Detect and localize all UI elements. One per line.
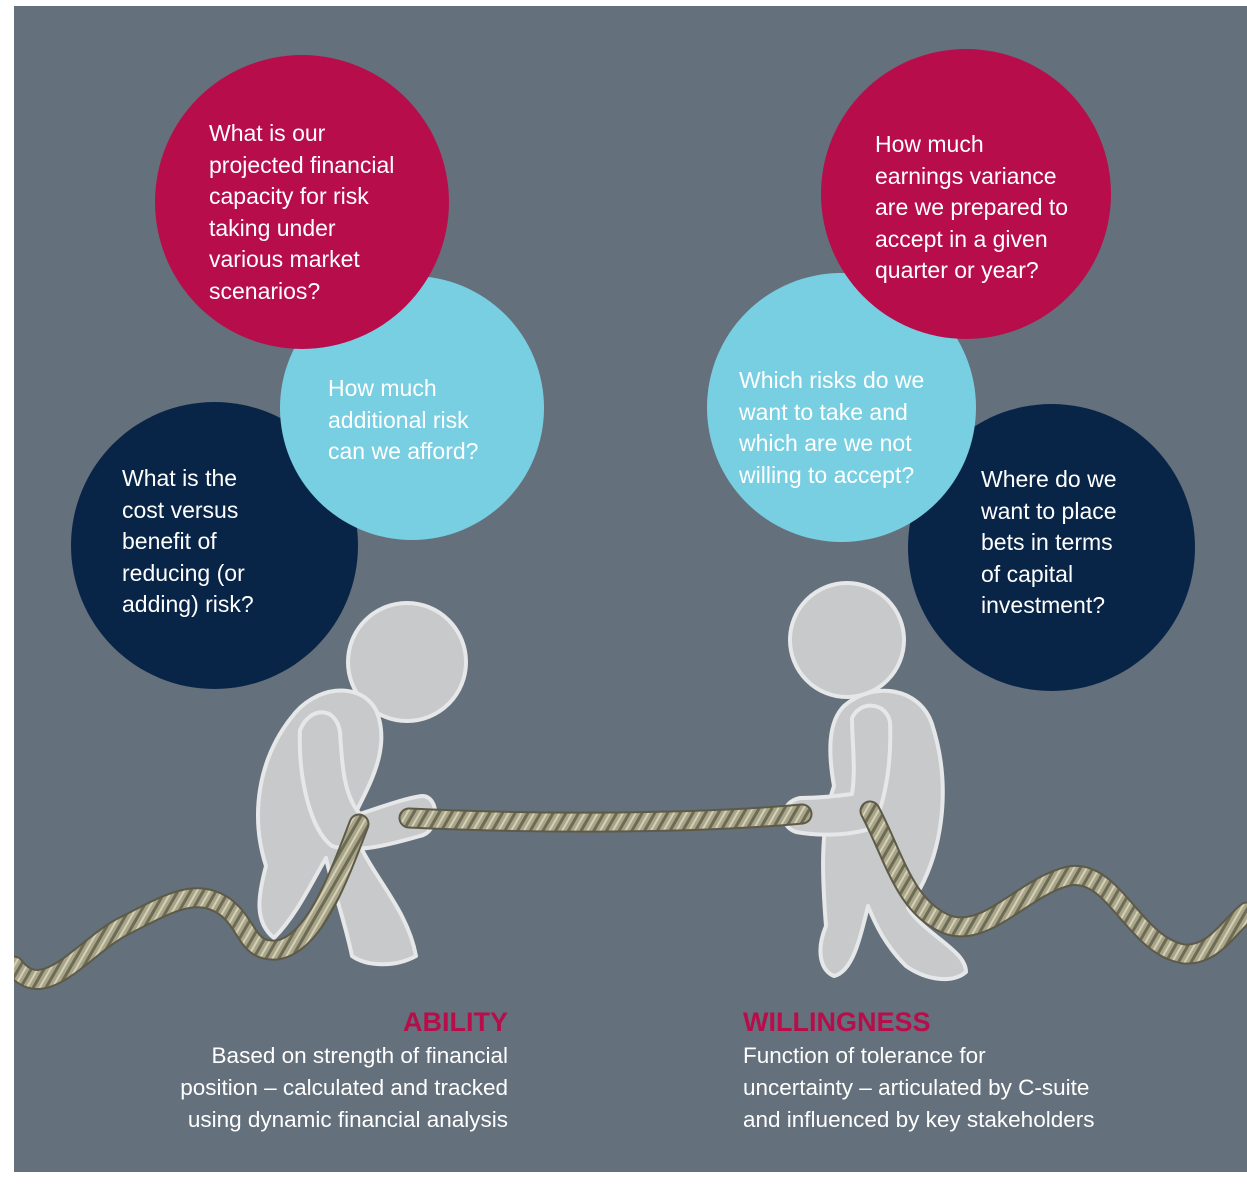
left-figure-head — [346, 601, 468, 723]
infographic-panel: What is the cost versus benefit of reduc… — [14, 6, 1247, 1172]
right-figure-arm — [781, 703, 893, 837]
rope — [14, 800, 1247, 990]
bubble-risks-to-take-text: Which risks do we want to take and which… — [739, 367, 925, 488]
bubble-additional-risk-text: How much additional risk can we afford? — [328, 375, 479, 464]
bubble-earnings-variance-text: How much earnings variance are we prepar… — [875, 131, 1069, 283]
right-figure-head — [788, 581, 906, 699]
ability-description: Based on strength of financial position … — [180, 1043, 508, 1132]
bubble-financial-capacity: What is our projected financial capacity… — [155, 55, 449, 349]
right-figure — [781, 581, 968, 982]
tug-of-war-illustration — [14, 581, 1247, 990]
bubble-capital-investment-text: Where do we want to place bets in terms … — [981, 466, 1117, 618]
willingness-description: Function of tolerance for uncertainty – … — [743, 1043, 1095, 1132]
bubble-risks-to-take: Which risks do we want to take and which… — [707, 273, 976, 542]
bubble-earnings-variance: How much earnings variance are we prepar… — [821, 49, 1111, 339]
bubble-financial-capacity-text: What is our projected financial capacity… — [209, 120, 395, 304]
ability-heading: ABILITY — [403, 1007, 508, 1037]
bubble-cost-benefit-text: What is the cost versus benefit of reduc… — [122, 465, 254, 617]
willingness-heading: WILLINGNESS — [743, 1007, 931, 1037]
left-figure — [256, 601, 468, 967]
